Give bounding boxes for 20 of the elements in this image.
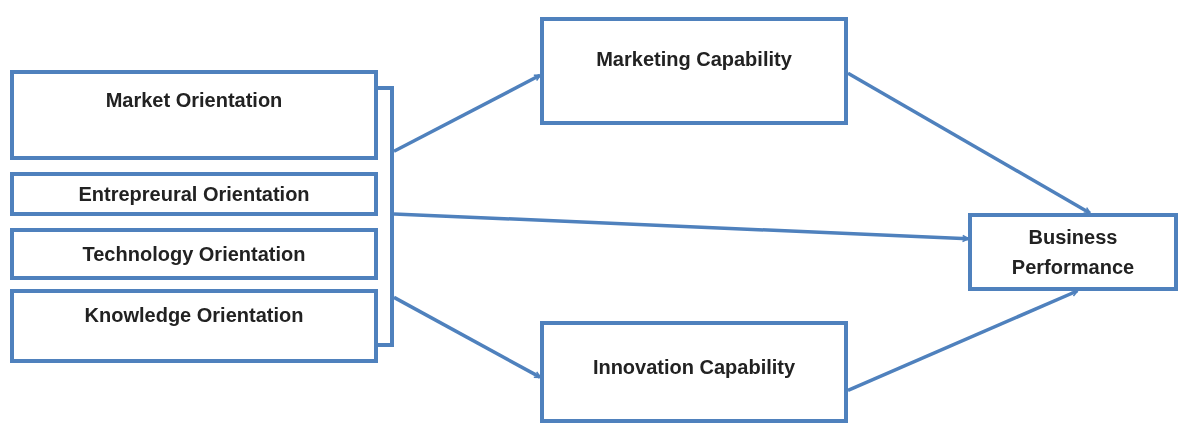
box-label: Marketing Capability [596,47,792,72]
process-box [540,321,848,423]
arrow [847,289,1079,392]
box-label: Market Orientation [105,88,283,113]
arrow [393,212,970,243]
process-box [968,213,1178,291]
arrow [847,71,1092,215]
box-label: Knowledge Orientation [84,303,304,328]
process-box [540,17,848,125]
process-box [10,172,378,216]
box-label: Entrepreural Orientation [78,182,310,207]
arrow [393,73,542,153]
arrow [393,295,542,379]
box-label: Technology Orientation [82,242,306,267]
bracket [376,86,394,347]
box-label: Business Performance [1010,225,1136,280]
process-box [10,289,378,363]
process-box [10,70,378,160]
box-label: Innovation Capability [592,355,796,380]
process-box [10,228,378,280]
